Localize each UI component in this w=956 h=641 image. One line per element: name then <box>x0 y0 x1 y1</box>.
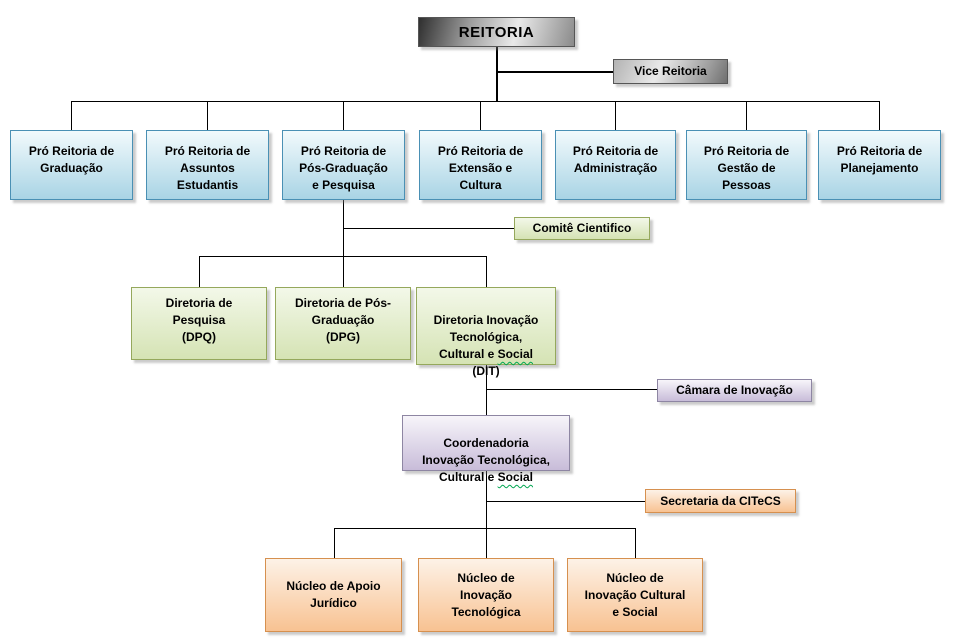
connector-vice-reitoria <box>497 71 613 73</box>
node-nucleo-inovacao-cultural-social: Núcleo de Inovação Cultural e Social <box>567 558 703 632</box>
spellcheck-flagged-word: Social <box>497 347 534 361</box>
node-label: Vice Reitoria <box>634 64 707 78</box>
node-pro-reitoria-pos-graduacao-pesquisa: Pró Reitoria de Pós-Graduação e Pesquisa <box>282 130 405 200</box>
connector-stub <box>343 101 344 130</box>
connector-stub <box>207 101 208 130</box>
connector-diretorias-rail <box>199 256 487 257</box>
node-vice-reitoria: Vice Reitoria <box>613 59 728 84</box>
node-pro-reitoria-extensao-cultura: Pró Reitoria de Extensão e Cultura <box>419 130 542 200</box>
node-diretoria-inovacao-dit: Diretoria Inovação Tecnológica, Cultural… <box>416 287 556 378</box>
connector-stub <box>71 101 72 130</box>
connector-secretaria <box>486 501 645 502</box>
connector-stub <box>879 101 880 130</box>
connector-camara <box>486 389 657 390</box>
node-label: Núcleo de Inovação Tecnológica <box>451 570 521 619</box>
node-diretoria-pos-graduacao-dpg: Diretoria de Pós- Graduação (DPG) <box>275 287 411 360</box>
connector-dit-drop <box>486 365 487 415</box>
connector-pro-reitorias-rail <box>71 101 880 102</box>
node-label: Diretoria Inovação Tecnológica, Cultural… <box>433 313 539 361</box>
connector-coordenadoria-drop <box>486 471 487 528</box>
connector-stub <box>480 101 481 130</box>
node-pro-reitoria-graduacao: Pró Reitoria de Graduação <box>10 130 133 200</box>
node-coordenadoria-citecs: Coordenadoria Inovação Tecnológica, Cult… <box>402 415 570 484</box>
node-secretaria-citecs: Secretaria da CITeCS <box>645 489 796 513</box>
node-label: Secretaria da CITeCS <box>660 493 781 508</box>
node-label: (DIT) <box>472 364 500 378</box>
connector-stub <box>746 101 747 130</box>
node-label: Câmara de Inovação <box>676 383 793 397</box>
connector-stub <box>615 101 616 130</box>
connector-comite <box>343 228 514 229</box>
node-diretoria-pesquisa-dpq: Diretoria de Pesquisa (DPQ) <box>131 287 267 360</box>
node-label: Núcleo de Apoio Jurídico <box>286 579 381 610</box>
node-label: Comitê Cientifico <box>532 221 632 235</box>
connector-reitoria-drop <box>496 47 498 101</box>
node-reitoria: REITORIA <box>418 17 575 47</box>
node-pro-reitoria-gestao-pessoas: Pró Reitoria de Gestão de Pessoas <box>686 130 807 200</box>
node-label: Núcleo de Inovação Cultural e Social <box>584 570 686 619</box>
node-label: REITORIA <box>458 23 535 41</box>
connector-stub <box>199 256 200 287</box>
connector-nucleos-rail <box>334 528 636 529</box>
node-nucleo-inovacao-tecnologica: Núcleo de Inovação Tecnológica <box>418 558 554 632</box>
node-camara-inovacao: Câmara de Inovação <box>657 379 812 402</box>
node-nucleo-apoio-juridico: Núcleo de Apoio Jurídico <box>265 558 402 632</box>
connector-stub <box>334 528 335 558</box>
node-comite-cientifico: Comitê Cientifico <box>514 217 650 240</box>
connector-stub <box>635 528 636 558</box>
connector-posgrad-drop <box>343 200 344 287</box>
node-pro-reitoria-assuntos-estudantis: Pró Reitoria de Assuntos Estudantis <box>146 130 269 200</box>
spellcheck-flagged-word: Social <box>497 470 534 484</box>
connector-stub <box>486 256 487 287</box>
connector-stub <box>486 528 487 558</box>
node-pro-reitoria-administracao: Pró Reitoria de Administração <box>555 130 676 200</box>
node-label: Coordenadoria Inovação Tecnológica, Cult… <box>422 436 550 484</box>
node-pro-reitoria-planejamento: Pró Reitoria de Planejamento <box>818 130 941 200</box>
